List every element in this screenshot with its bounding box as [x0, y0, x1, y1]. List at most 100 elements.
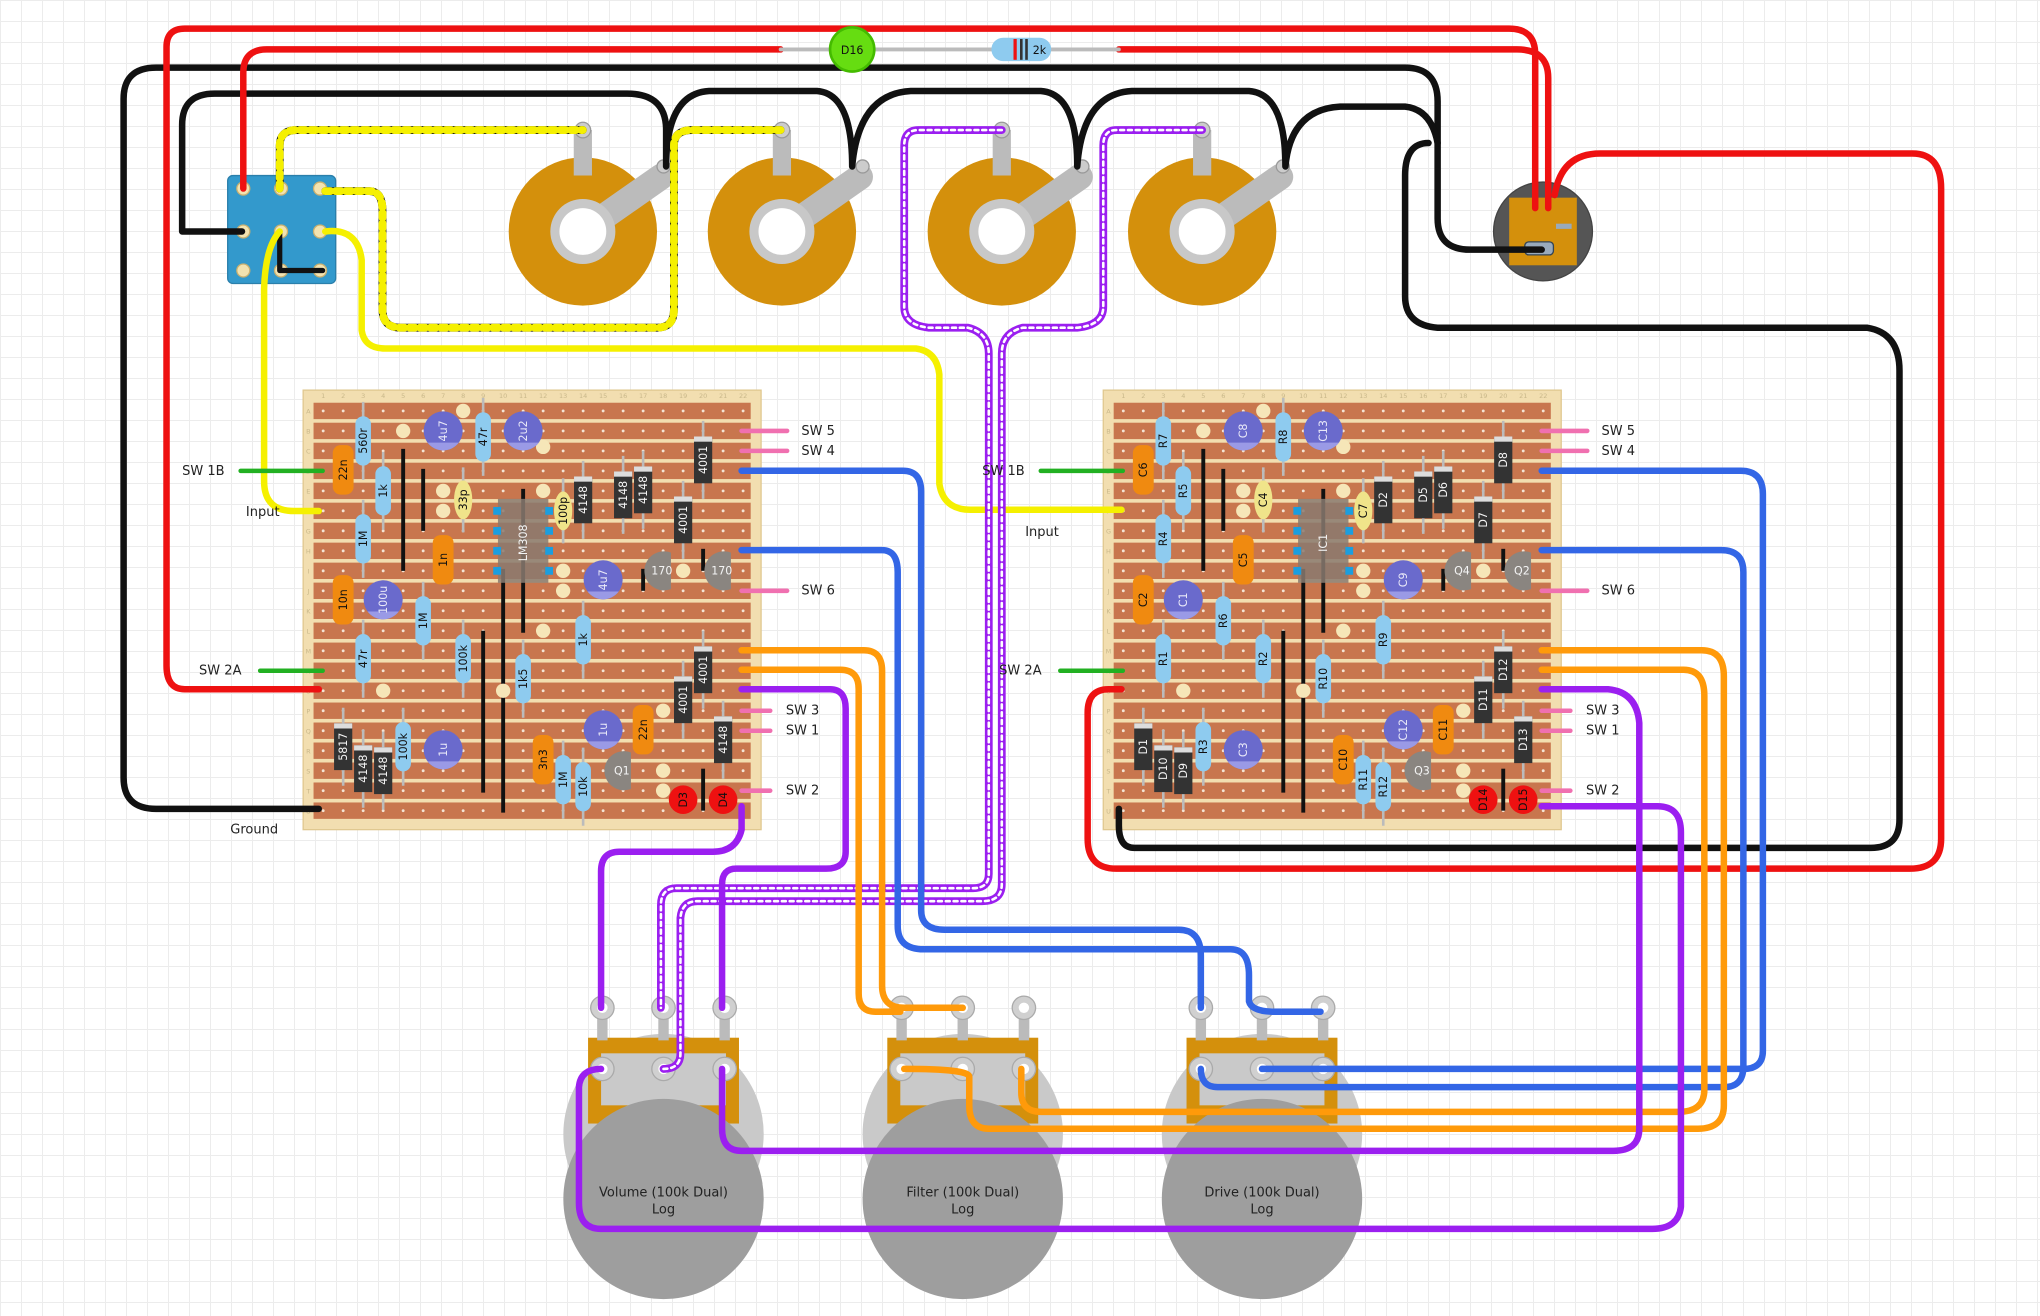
electrolytic-c8[interactable]: C8: [1223, 411, 1263, 451]
component-label: 4001: [697, 446, 710, 474]
transistor-170[interactable]: 170: [704, 551, 732, 591]
transistor-q4[interactable]: Q4: [1444, 551, 1472, 591]
diode-d5[interactable]: D5: [1414, 455, 1433, 534]
resistor-r7[interactable]: R7: [1155, 401, 1172, 480]
resistor-1m[interactable]: 1M: [415, 581, 431, 660]
electrolytic-1u[interactable]: 1u: [423, 730, 463, 770]
resistor-100k[interactable]: 100k: [455, 619, 471, 698]
resistor-1k[interactable]: 1k: [575, 600, 591, 679]
column-number: 10: [1299, 392, 1307, 400]
ceramic-cap-100p[interactable]: 100p: [554, 478, 573, 544]
transistor-170[interactable]: 170: [644, 551, 672, 591]
diode-4001[interactable]: 4001: [694, 420, 713, 499]
cut-track-marker: [1176, 683, 1191, 698]
diode-4148[interactable]: 4148: [614, 455, 633, 534]
led-d4[interactable]: D4: [708, 785, 738, 814]
diode-4001[interactable]: 4001: [694, 630, 713, 709]
resistor-10k[interactable]: 10k: [575, 747, 591, 826]
electrolytic-2u2[interactable]: 2u2: [503, 411, 543, 451]
ceramic-cap-c7[interactable]: C7: [1354, 478, 1373, 544]
diode-4148[interactable]: 4148: [354, 729, 373, 808]
resistor-1m[interactable]: 1M: [555, 740, 571, 819]
electrolytic-c13[interactable]: C13: [1303, 411, 1343, 451]
resistor-560r[interactable]: 560r: [355, 401, 371, 480]
resistor-47r[interactable]: 47r: [355, 619, 371, 698]
resistor-r8[interactable]: R8: [1275, 397, 1292, 476]
dc-jack[interactable]: [1492, 181, 1594, 282]
trimmer-pot-2[interactable]: [707, 121, 873, 306]
diode-4148[interactable]: 4148: [714, 700, 733, 779]
resistor-r3[interactable]: R3: [1195, 707, 1212, 786]
component-label: D9: [1177, 763, 1190, 779]
ceramic-cap-33p[interactable]: 33p: [454, 467, 473, 533]
resistor-1k[interactable]: 1k: [375, 451, 391, 530]
trimmer-pot-4[interactable]: [1127, 121, 1294, 306]
column-number: 13: [559, 392, 567, 400]
resistor-r10[interactable]: R10: [1315, 639, 1332, 718]
diode-d6[interactable]: D6: [1434, 450, 1453, 529]
led-d3[interactable]: D3: [668, 785, 698, 814]
resistor-r2[interactable]: R2: [1255, 619, 1272, 698]
film-cap-22n[interactable]: 22n: [332, 445, 354, 495]
diode-d12[interactable]: D12: [1494, 630, 1513, 709]
diode-d1[interactable]: D1: [1134, 707, 1153, 786]
led-d14[interactable]: D14: [1468, 785, 1498, 814]
resistor-47r[interactable]: 47r: [475, 397, 491, 476]
film-cap-1n[interactable]: 1n: [432, 535, 454, 585]
electrolytic-c9[interactable]: C9: [1383, 560, 1423, 600]
film-cap-c5[interactable]: C5: [1232, 535, 1254, 585]
led-d16[interactable]: D16: [828, 26, 876, 73]
diode-d10[interactable]: D10: [1154, 729, 1173, 808]
film-cap-10n[interactable]: 10n: [332, 575, 354, 625]
film-cap-c2[interactable]: C2: [1132, 575, 1154, 625]
resistor-1m[interactable]: 1M: [355, 499, 371, 578]
resistor-r12[interactable]: R12: [1375, 747, 1392, 826]
diode-d7[interactable]: D7: [1474, 480, 1493, 559]
resistor-r6[interactable]: R6: [1215, 581, 1232, 660]
resistor-2k[interactable]: 2k: [991, 37, 1052, 62]
copper-strip: [1113, 802, 1551, 819]
resistor-r1[interactable]: R1: [1155, 619, 1172, 698]
cut-track-marker: [1476, 563, 1491, 578]
electrolytic-4u7[interactable]: 4u7: [583, 560, 623, 600]
resistor-r4[interactable]: R4: [1155, 499, 1172, 578]
diode-4148[interactable]: 4148: [634, 450, 653, 529]
trimmer-pot-3[interactable]: [927, 121, 1093, 306]
electrolytic-c1[interactable]: C1: [1163, 580, 1203, 620]
resistor-1k5[interactable]: 1k5: [515, 639, 531, 718]
ceramic-cap-c4[interactable]: C4: [1254, 467, 1273, 533]
copper-strip: [313, 662, 751, 679]
electrolytic-4u7[interactable]: 4u7: [423, 411, 463, 451]
film-cap-22n[interactable]: 22n: [632, 705, 654, 755]
diode-4148[interactable]: 4148: [374, 731, 393, 810]
film-cap-c10[interactable]: C10: [1332, 734, 1354, 785]
led-d15[interactable]: D15: [1508, 785, 1538, 814]
transistor-q3[interactable]: Q3: [1404, 751, 1432, 791]
diode-4001[interactable]: 4001: [674, 660, 693, 739]
diode-5817[interactable]: 5817: [334, 707, 353, 786]
electrolytic-c12[interactable]: C12: [1383, 710, 1423, 750]
diode-d8[interactable]: D8: [1494, 420, 1513, 499]
electrolytic-1u[interactable]: 1u: [583, 710, 623, 750]
transistor-q1[interactable]: Q1: [604, 751, 631, 791]
electrolytic-100u[interactable]: 100u: [363, 580, 403, 620]
film-cap-c11[interactable]: C11: [1432, 705, 1454, 755]
film-cap-c6[interactable]: C6: [1132, 445, 1154, 495]
resistor-r9[interactable]: R9: [1375, 600, 1392, 679]
column-number: 11: [519, 392, 527, 400]
film-cap-3n3[interactable]: 3n3: [532, 734, 554, 785]
diode-d11[interactable]: D11: [1474, 660, 1493, 739]
ic-chip[interactable]: LM308: [493, 498, 554, 583]
resistor-r11[interactable]: R11: [1355, 740, 1372, 819]
diode-d9[interactable]: D9: [1174, 731, 1193, 810]
diode-d13[interactable]: D13: [1514, 700, 1533, 779]
resistor-r5[interactable]: R5: [1175, 451, 1192, 530]
diode-4148[interactable]: 4148: [574, 460, 593, 539]
diode-4001[interactable]: 4001: [674, 480, 693, 559]
trimmer-pot-1[interactable]: [508, 121, 674, 306]
electrolytic-c3[interactable]: C3: [1223, 730, 1263, 770]
ic-chip[interactable]: IC1: [1293, 498, 1354, 583]
resistor-100k[interactable]: 100k: [395, 707, 411, 786]
diode-d2[interactable]: D2: [1374, 460, 1393, 539]
transistor-q2[interactable]: Q2: [1504, 551, 1532, 591]
